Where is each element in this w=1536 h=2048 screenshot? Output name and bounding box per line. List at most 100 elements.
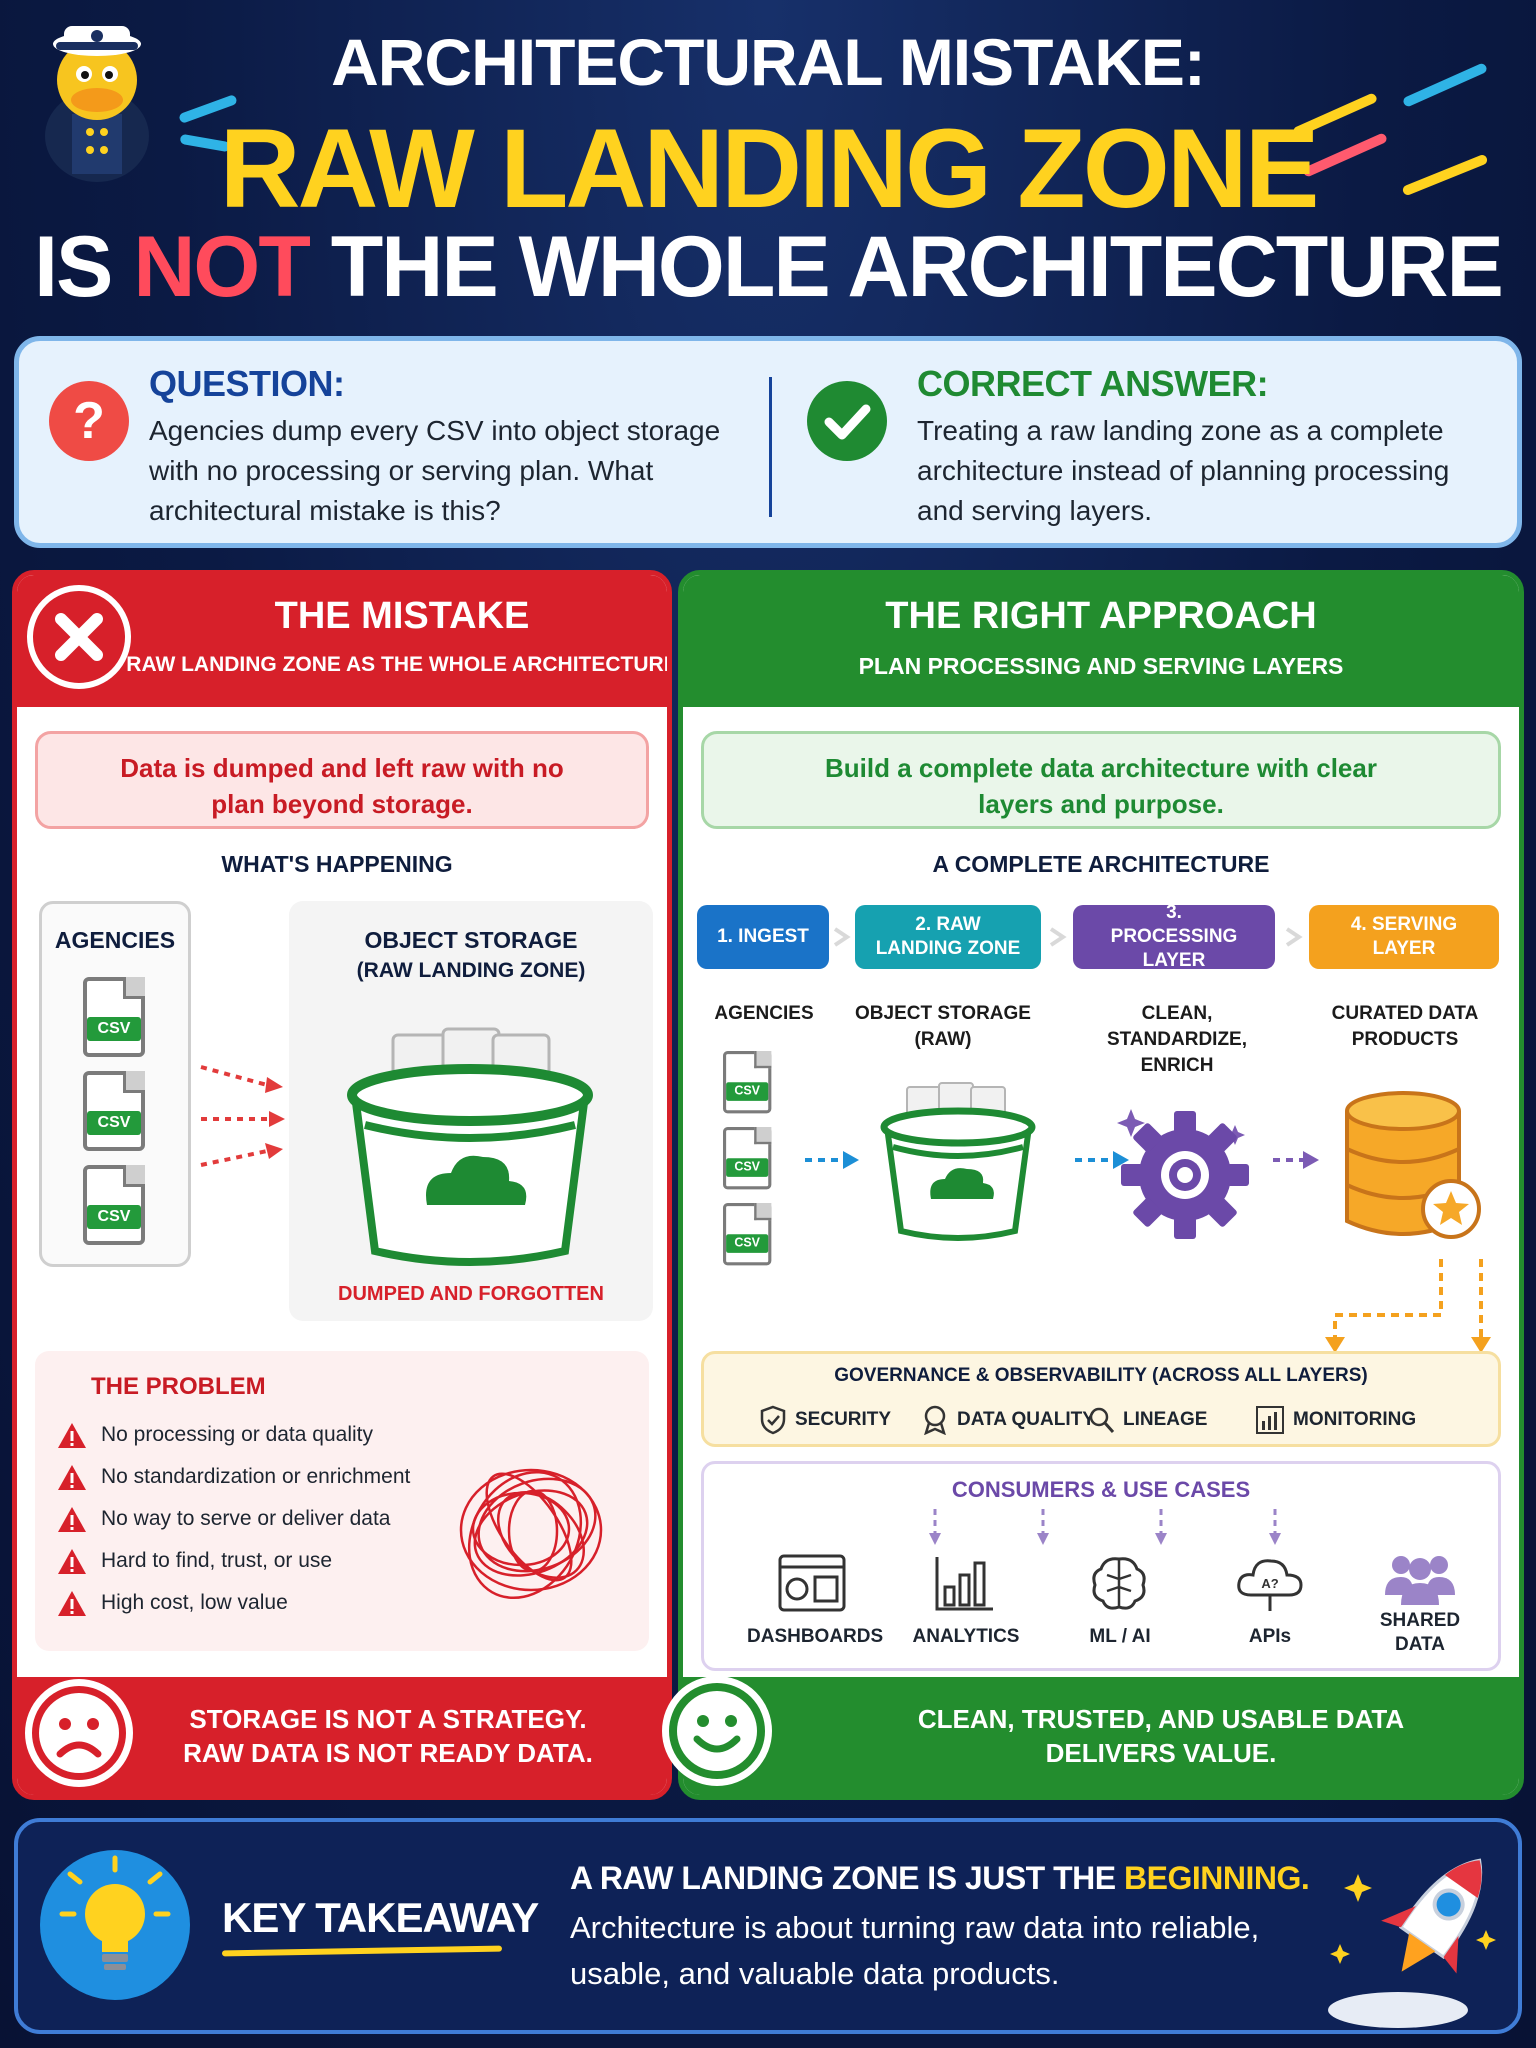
- csv-file-icon: CSV: [83, 1071, 145, 1151]
- flow-arrows-icon: [805, 1151, 1319, 1169]
- takeaway-label: KEY TAKEAWAY: [222, 1894, 539, 1941]
- step-raw-landing-zone: 2. RAW LANDING ZONE: [855, 905, 1041, 969]
- warning-icon: [58, 1423, 86, 1448]
- approach-footer: [683, 1677, 1519, 1795]
- mistake-title: THE MISTAKE: [274, 595, 530, 637]
- col-object-storage: OBJECT STORAGE (RAW): [855, 1003, 1031, 1050]
- csv-file-icon: CSV: [723, 1127, 772, 1190]
- warning-icon: [58, 1465, 86, 1490]
- tangled-scribble-icon: [459, 1468, 603, 1600]
- header-line-3: IS NOT THE WHOLE ARCHITECTURE: [0, 218, 1536, 317]
- col-curated: CURATED DATA PRODUCTS: [1331, 1003, 1479, 1050]
- mistake-note: Data is dumped and left raw with no plan…: [35, 731, 649, 829]
- problem-item: Hard to find, trust, or use: [58, 1549, 332, 1574]
- approach-subtitle: PLAN PROCESSING AND SERVING LAYERS: [858, 653, 1344, 679]
- header-line-2: RAW LANDING ZONE: [219, 106, 1320, 231]
- storage-bucket-icon: [347, 1027, 593, 1266]
- problem-item: No standardization or enrichment: [58, 1465, 410, 1490]
- header-not-word: NOT: [133, 219, 311, 315]
- warning-icon: [58, 1591, 86, 1616]
- qa-panel: ? QUESTION: Agencies dump every CSV into…: [14, 336, 1522, 548]
- consumer-shared-data: SHARED DATA: [1379, 1610, 1461, 1655]
- svg-text:A?: A?: [1261, 1576, 1278, 1591]
- step-serving-layer: 4. SERVING LAYER: [1309, 905, 1499, 969]
- monitoring-chart-icon: [1256, 1406, 1284, 1434]
- col-agencies: AGENCIES: [714, 1003, 814, 1024]
- consumer-analytics: ANALYTICS: [912, 1626, 1020, 1647]
- problem-item: High cost, low value: [58, 1591, 288, 1616]
- smiley-icon: [662, 1676, 772, 1786]
- answer-text: Treating a raw landing zone as a complet…: [917, 415, 1450, 526]
- x-icon: [27, 585, 131, 689]
- csv-file-icon: CSV: [723, 1051, 772, 1114]
- duck-mascot-icon: [12, 14, 182, 184]
- processing-gear-icon: [1117, 1109, 1249, 1239]
- consumer-ml-ai: ML / AI: [1089, 1626, 1151, 1647]
- problem-title: THE PROBLEM: [91, 1373, 266, 1400]
- consumer-dashboards: DASHBOARDS: [747, 1626, 884, 1647]
- problem-item: No processing or data quality: [58, 1423, 373, 1448]
- question-title: QUESTION:: [149, 363, 345, 404]
- consumer-arrows-icon: [929, 1509, 1281, 1545]
- check-icon: [807, 381, 887, 461]
- col-processing: CLEAN, STANDARDIZE, ENRICH: [1106, 1003, 1248, 1076]
- sad-face-icon: [25, 1679, 133, 1787]
- mistake-subtitle: RAW LANDING ZONE AS THE WHOLE ARCHITECTU…: [126, 653, 672, 676]
- answer-title: CORRECT ANSWER:: [917, 363, 1269, 404]
- warning-icon: [58, 1549, 86, 1574]
- serve-flow-arrows-icon: [1325, 1259, 1491, 1353]
- question-icon: ?: [49, 381, 129, 461]
- warning-icon: [58, 1507, 86, 1532]
- takeaway-text-1: Architecture is about turning raw data i…: [570, 1910, 1260, 1945]
- mistake-footer-line-1: STORAGE IS NOT A STRATEGY.: [189, 1704, 587, 1734]
- takeaway-text-2: usable, and valuable data products.: [570, 1956, 1060, 1991]
- medal-icon: [924, 1405, 946, 1435]
- header-line-3-b: THE WHOLE ARCHITECTURE: [308, 219, 1504, 315]
- problem-item: No way to serve or deliver data: [58, 1507, 390, 1532]
- csv-file-icon: CSV: [83, 977, 145, 1057]
- consumers-title: CONSUMERS & USE CASES: [951, 1477, 1251, 1502]
- rocket-icon: [1328, 1858, 1496, 2028]
- qa-divider: [769, 377, 772, 517]
- storage-label-2: (RAW LANDING ZONE): [356, 959, 586, 982]
- governance-box: [701, 1351, 1501, 1447]
- header-line-1: ARCHITECTURAL MISTAKE:: [331, 25, 1206, 99]
- question-text: Agencies dump every CSV into object stor…: [149, 415, 721, 526]
- storage-label-1: OBJECT STORAGE: [364, 927, 578, 953]
- step-processing-layer: 3. PROCESSING LAYER: [1073, 902, 1275, 971]
- header-line-3-a: IS: [34, 219, 134, 315]
- problem-box: [35, 1351, 649, 1651]
- csv-file-icon: CSV: [723, 1203, 772, 1266]
- governance-title: GOVERNANCE & OBSERVABILITY (ACROSS ALL L…: [834, 1365, 1368, 1386]
- raw-bucket-icon: [880, 1082, 1036, 1241]
- step-ingest: 1. INGEST: [697, 905, 829, 969]
- csv-file-icon: CSV: [83, 1165, 145, 1245]
- mistake-panel: THE MISTAKE RAW LANDING ZONE AS THE WHOL…: [12, 570, 672, 1800]
- problem-list: No processing or data quality No standar…: [57, 1423, 457, 1643]
- approach-header: [683, 575, 1519, 707]
- dump-arrows-icon: [200, 1065, 285, 1167]
- approach-note: Build a complete data architecture with …: [701, 731, 1501, 829]
- dashboard-icon: [778, 1554, 846, 1612]
- takeaway-headline: A RAW LANDING ZONE IS JUST THE BEGINNING…: [570, 1860, 1310, 1896]
- right-approach-panel: THE RIGHT APPROACH PLAN PROCESSING AND S…: [678, 570, 1524, 1800]
- governance-monitoring: MONITORING: [1293, 1409, 1417, 1430]
- approach-footer-line-2: DELIVERS VALUE.: [1045, 1738, 1277, 1768]
- governance-data-quality: DATA QUALITY: [957, 1409, 1095, 1430]
- curated-database-icon: [1345, 1091, 1481, 1239]
- arch-label: A COMPLETE ARCHITECTURE: [932, 851, 1270, 877]
- approach-footer-line-1: CLEAN, TRUSTED, AND USABLE DATA: [917, 1704, 1405, 1734]
- takeaway-panel: KEY TAKEAWAY A RAW LANDING ZONE IS JUST …: [14, 1818, 1522, 2034]
- dumped-label: DUMPED AND FORGOTTEN: [338, 1283, 604, 1305]
- shared-data-people-icon: [1385, 1556, 1455, 1605]
- lightbulb-icon: [40, 1850, 190, 2000]
- shield-icon: [760, 1405, 786, 1435]
- takeaway-underline: [221, 1945, 503, 1957]
- happening-label: WHAT'S HAPPENING: [221, 851, 453, 877]
- magnifier-icon: [1089, 1407, 1115, 1433]
- mistake-footer-line-2: RAW DATA IS NOT READY DATA.: [183, 1738, 593, 1768]
- consumer-apis: APIs: [1248, 1626, 1292, 1647]
- step-chevrons-icon: [833, 927, 1303, 947]
- approach-title: THE RIGHT APPROACH: [885, 595, 1317, 637]
- api-cloud-icon: A?: [1237, 1559, 1303, 1611]
